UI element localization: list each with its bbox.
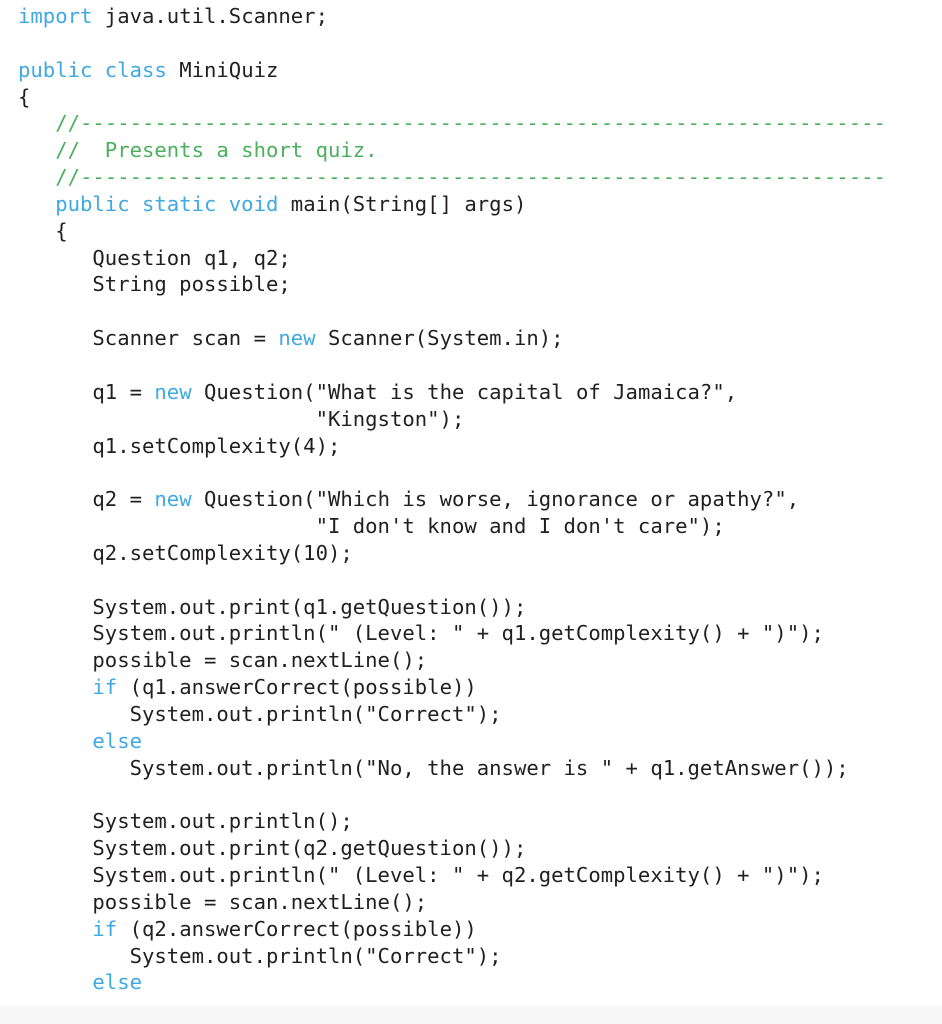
code-comment: // Presents a short quiz. xyxy=(18,138,378,163)
code-keyword: new xyxy=(154,487,192,512)
code-line: System.out.println(" (Level: " + q1.getC… xyxy=(18,620,886,647)
code-line: System.out.println("No, the answer is " … xyxy=(18,755,886,782)
code-line: "Kingston"); xyxy=(18,406,886,433)
code-line: possible = scan.nextLine(); xyxy=(18,889,886,916)
code-text: System.out.println(" (Level: " + q2.getC… xyxy=(18,863,824,887)
code-line xyxy=(18,298,886,325)
code-text: System.out.println(); xyxy=(18,809,353,834)
code-text: Question("Which is worse, ignorance or a… xyxy=(191,487,800,512)
code-line: System.out.println("Correct"); xyxy=(18,701,886,728)
code-line xyxy=(18,30,886,57)
code-line: System.out.print(q2.getQuestion()); xyxy=(18,835,886,862)
code-keyword: if xyxy=(92,675,118,700)
code-comment: //--------------------------------------… xyxy=(18,111,886,136)
code-keyword: new xyxy=(154,379,192,404)
code-line: System.out.println("Correct"); xyxy=(18,943,886,970)
code-line xyxy=(18,781,886,808)
code-text: { xyxy=(18,218,68,243)
code-line: //--------------------------------------… xyxy=(18,164,886,191)
code-text: q1 = xyxy=(18,379,155,404)
code-text xyxy=(18,192,55,216)
code-text: q1.setComplexity(4); xyxy=(18,433,341,458)
code-text: Scanner scan = xyxy=(18,326,279,351)
code-keyword: else xyxy=(92,970,143,995)
code-line: else xyxy=(18,728,886,755)
code-text: (q1.answerCorrect(possible)) xyxy=(117,675,477,700)
code-keyword: if xyxy=(92,916,118,941)
code-line: if (q2.answerCorrect(possible)) xyxy=(18,916,886,943)
code-text: System.out.println("Correct"); xyxy=(18,701,502,726)
footer-strip xyxy=(0,1006,942,1024)
code-text: System.out.println(" (Level: " + q1.getC… xyxy=(18,621,824,646)
code-line: { xyxy=(18,84,886,111)
code-text xyxy=(18,729,92,753)
code-text xyxy=(18,917,92,941)
code-text: main(String[] args) xyxy=(278,191,527,216)
code-line: public class MiniQuiz xyxy=(18,57,886,84)
code-line: System.out.println(); xyxy=(18,808,886,835)
code-line xyxy=(18,459,886,486)
code-keyword: import xyxy=(18,4,93,28)
code-line: possible = scan.nextLine(); xyxy=(18,647,886,674)
code-line xyxy=(18,567,886,594)
code-line: Scanner scan = new Scanner(System.in); xyxy=(18,325,886,352)
code-line: q1 = new Question("What is the capital o… xyxy=(18,379,886,406)
code-comment: //--------------------------------------… xyxy=(18,165,886,190)
code-line: //--------------------------------------… xyxy=(18,110,886,137)
code-line xyxy=(18,352,886,379)
code-line: q1.setComplexity(4); xyxy=(18,433,886,460)
code-line: Question q1, q2; xyxy=(18,245,886,272)
code-text xyxy=(18,675,92,699)
code-line: System.out.print(q1.getQuestion()); xyxy=(18,594,886,621)
code-text: java.util.Scanner; xyxy=(92,4,328,28)
code-text: System.out.print(q2.getQuestion()); xyxy=(18,836,527,861)
code-line: import java.util.Scanner; xyxy=(18,3,886,30)
code-line: q2.setComplexity(10); xyxy=(18,540,886,567)
code-line: { xyxy=(18,218,886,245)
code-text: MiniQuiz xyxy=(166,57,279,82)
code-text: System.out.println("No, the answer is " … xyxy=(18,755,849,780)
code-keyword: public static void xyxy=(55,191,279,216)
code-text: q2 = xyxy=(18,487,155,512)
code-text: q2.setComplexity(10); xyxy=(18,540,353,565)
code-keyword: public class xyxy=(18,57,167,82)
code-text: "I don't know and I don't care"); xyxy=(18,514,725,539)
code-text: "Kingston"); xyxy=(18,406,465,431)
code-text: Question("What is the capital of Jamaica… xyxy=(191,379,738,404)
code-line: String possible; xyxy=(18,271,886,298)
code-text: possible = scan.nextLine(); xyxy=(18,648,428,673)
code-text: { xyxy=(18,84,31,109)
code-keyword: new xyxy=(278,326,316,351)
code-line: System.out.println(" (Level: " + q2.getC… xyxy=(18,862,886,889)
code-text: System.out.println("Correct"); xyxy=(18,943,502,968)
code-text: System.out.print(q1.getQuestion()); xyxy=(18,594,527,619)
code-line: // Presents a short quiz. xyxy=(18,137,886,164)
code-text xyxy=(18,970,92,994)
code-listing: import java.util.Scanner; public class M… xyxy=(18,3,886,996)
code-text: String possible; xyxy=(18,272,291,297)
code-keyword: else xyxy=(92,728,143,753)
code-text: Scanner(System.in); xyxy=(315,326,564,351)
code-line: "I don't know and I don't care"); xyxy=(18,513,886,540)
code-line: if (q1.answerCorrect(possible)) xyxy=(18,674,886,701)
code-text: possible = scan.nextLine(); xyxy=(18,889,428,914)
code-line: else xyxy=(18,969,886,996)
code-text: (q2.answerCorrect(possible)) xyxy=(117,916,477,941)
code-line: q2 = new Question("Which is worse, ignor… xyxy=(18,486,886,513)
code-line: public static void main(String[] args) xyxy=(18,191,886,218)
code-text: Question q1, q2; xyxy=(18,245,291,270)
